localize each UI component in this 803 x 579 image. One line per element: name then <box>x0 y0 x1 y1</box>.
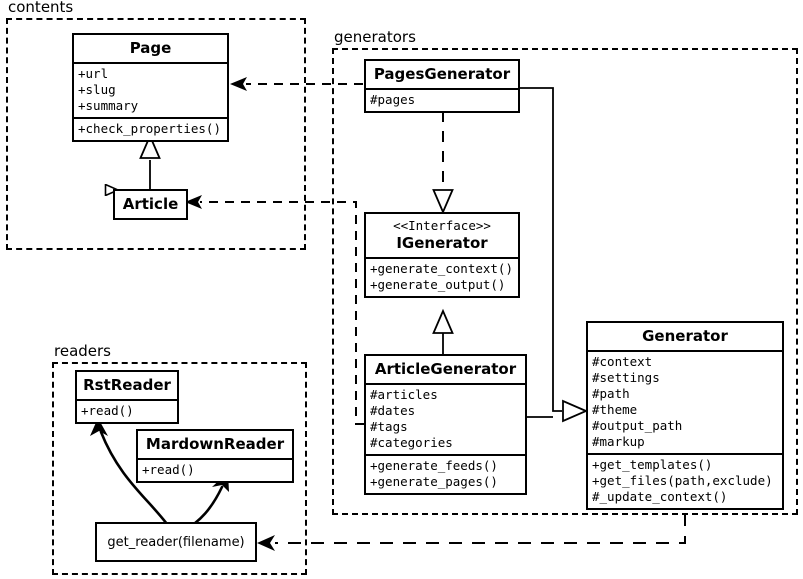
class-generator[interactable]: Generator #context #settings #path #them… <box>586 321 784 510</box>
class-generator-attribute: #settings <box>592 370 660 385</box>
class-generator-attribute: #context <box>592 354 653 369</box>
class-pagesgenerator[interactable]: PagesGenerator #pages <box>364 59 520 113</box>
class-igenerator-name: <<Interface>> IGenerator <box>366 214 518 257</box>
class-page-attributes: +url +slug +summary <box>74 62 227 117</box>
package-generators-frame <box>332 48 798 515</box>
class-articlegenerator-operations: +generate_feeds() +generate_pages() <box>366 454 525 493</box>
class-articlegenerator-name: ArticleGenerator <box>374 360 517 378</box>
class-generator-operation: +get_files(path,exclude) <box>592 473 773 488</box>
class-page-name: Page <box>129 39 172 57</box>
class-pagesgenerator-attributes: #pages <box>366 88 518 111</box>
class-mardownreader-name: MardownReader <box>145 435 285 453</box>
class-igenerator[interactable]: <<Interface>> IGenerator +generate_conte… <box>364 212 520 298</box>
class-generator-attribute: #markup <box>592 434 645 449</box>
class-article-name: Article <box>122 195 179 213</box>
package-generators: generators <box>332 29 798 515</box>
edge-generator-to-getreader <box>257 513 686 551</box>
class-rstreader-name: RstReader <box>83 376 171 394</box>
class-article[interactable]: Article <box>113 189 188 220</box>
class-generator-attribute: #output_path <box>592 418 683 433</box>
package-generators-label: generators <box>334 28 418 46</box>
class-page[interactable]: Page +url +slug +summary +check_properti… <box>72 33 229 142</box>
function-get-reader[interactable]: get_reader(filename) <box>95 522 257 562</box>
class-generator-name: Generator <box>642 327 728 345</box>
class-generator-operation: +get_templates() <box>592 457 713 472</box>
class-page-operations: +check_properties() <box>74 117 227 140</box>
class-mardownreader-operations: +read() <box>138 458 292 481</box>
class-igenerator-title: IGenerator <box>396 234 488 252</box>
class-generator-operations: +get_templates() +get_files(path,exclude… <box>588 453 782 508</box>
package-contents-frame <box>6 18 306 250</box>
class-rstreader[interactable]: RstReader +read() <box>75 370 179 424</box>
class-page-attribute: +summary <box>78 98 139 113</box>
class-mardownreader-operation: +read() <box>142 462 195 477</box>
class-articlegenerator-attributes: #articles #dates #tags #categories <box>366 383 525 454</box>
class-igenerator-stereotype: <<Interface>> <box>393 218 491 233</box>
class-generator-attribute: #theme <box>592 402 638 417</box>
class-page-attribute: +slug <box>78 82 116 97</box>
package-contents: contents <box>6 0 306 250</box>
class-articlegenerator-attribute: #tags <box>370 419 408 434</box>
class-mardownreader[interactable]: MardownReader +read() <box>136 429 294 483</box>
package-contents-label: contents <box>8 0 76 16</box>
package-readers: readers <box>52 343 307 575</box>
class-igenerator-operation: +generate_context() <box>370 261 513 276</box>
class-generator-operation: #_update_context() <box>592 489 728 504</box>
class-pagesgenerator-attribute: #pages <box>370 92 416 107</box>
class-igenerator-operations: +generate_context() +generate_output() <box>366 257 518 296</box>
class-page-attribute: +url <box>78 66 109 81</box>
class-articlegenerator-operation: +generate_feeds() <box>370 458 498 473</box>
package-readers-label: readers <box>54 342 113 360</box>
class-articlegenerator-attribute: #categories <box>370 435 453 450</box>
class-articlegenerator-attribute: #articles <box>370 387 438 402</box>
class-rstreader-operations: +read() <box>77 399 177 422</box>
package-readers-frame <box>52 362 307 575</box>
class-generator-attributes: #context #settings #path #theme #output_… <box>588 350 782 453</box>
class-rstreader-operation: +read() <box>81 403 134 418</box>
class-articlegenerator-operation: +generate_pages() <box>370 474 498 489</box>
class-articlegenerator[interactable]: ArticleGenerator #articles #dates #tags … <box>364 354 527 495</box>
class-igenerator-operation: +generate_output() <box>370 277 506 292</box>
class-generator-attribute: #path <box>592 386 630 401</box>
class-pagesgenerator-name: PagesGenerator <box>373 65 511 83</box>
class-articlegenerator-attribute: #dates <box>370 403 416 418</box>
function-get-reader-label: get_reader(filename) <box>107 534 245 550</box>
class-page-operation: +check_properties() <box>78 121 221 136</box>
